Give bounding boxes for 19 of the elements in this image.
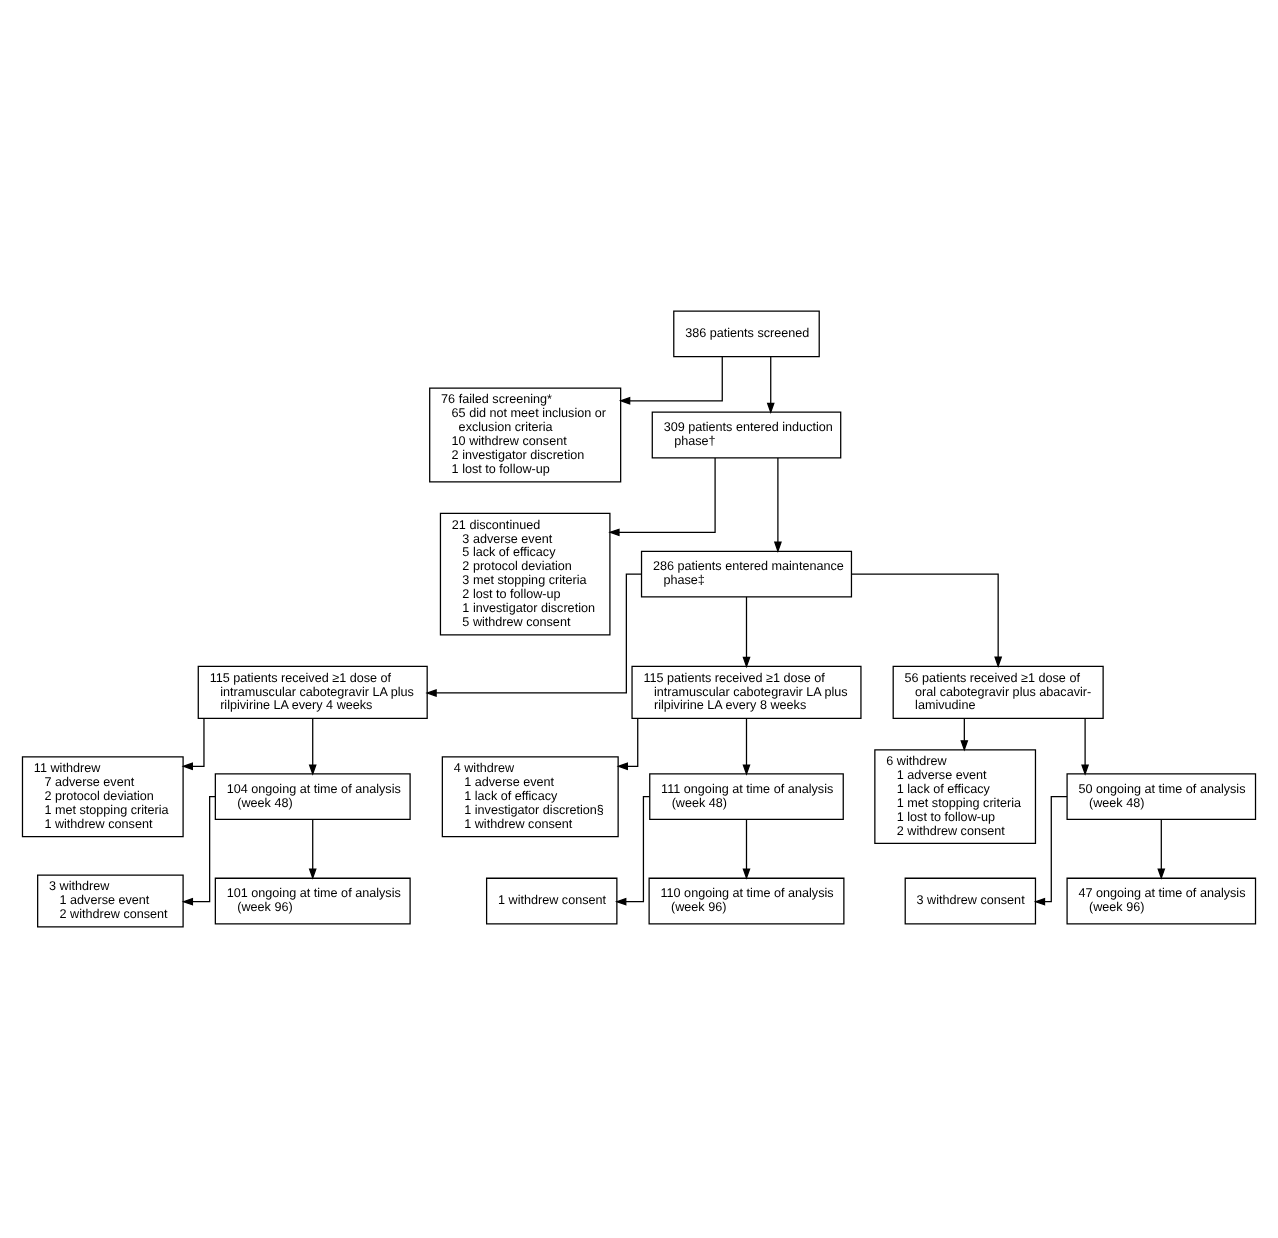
arrow <box>960 718 969 752</box>
arrow <box>1033 796 1068 906</box>
arrow <box>742 596 751 669</box>
arrow <box>308 819 317 880</box>
arrow <box>742 819 751 880</box>
arrow <box>308 718 317 776</box>
arrow <box>773 457 782 553</box>
arrow <box>181 718 205 771</box>
arrow <box>181 796 216 906</box>
arrow <box>1157 819 1166 880</box>
arrow <box>851 573 1003 668</box>
arrow <box>618 356 723 405</box>
arrow <box>615 796 651 906</box>
arrow <box>425 573 642 697</box>
arrow <box>742 718 751 776</box>
arrow <box>1081 718 1090 776</box>
arrow <box>616 718 639 771</box>
arrow <box>766 356 775 415</box>
arrow <box>608 457 716 537</box>
